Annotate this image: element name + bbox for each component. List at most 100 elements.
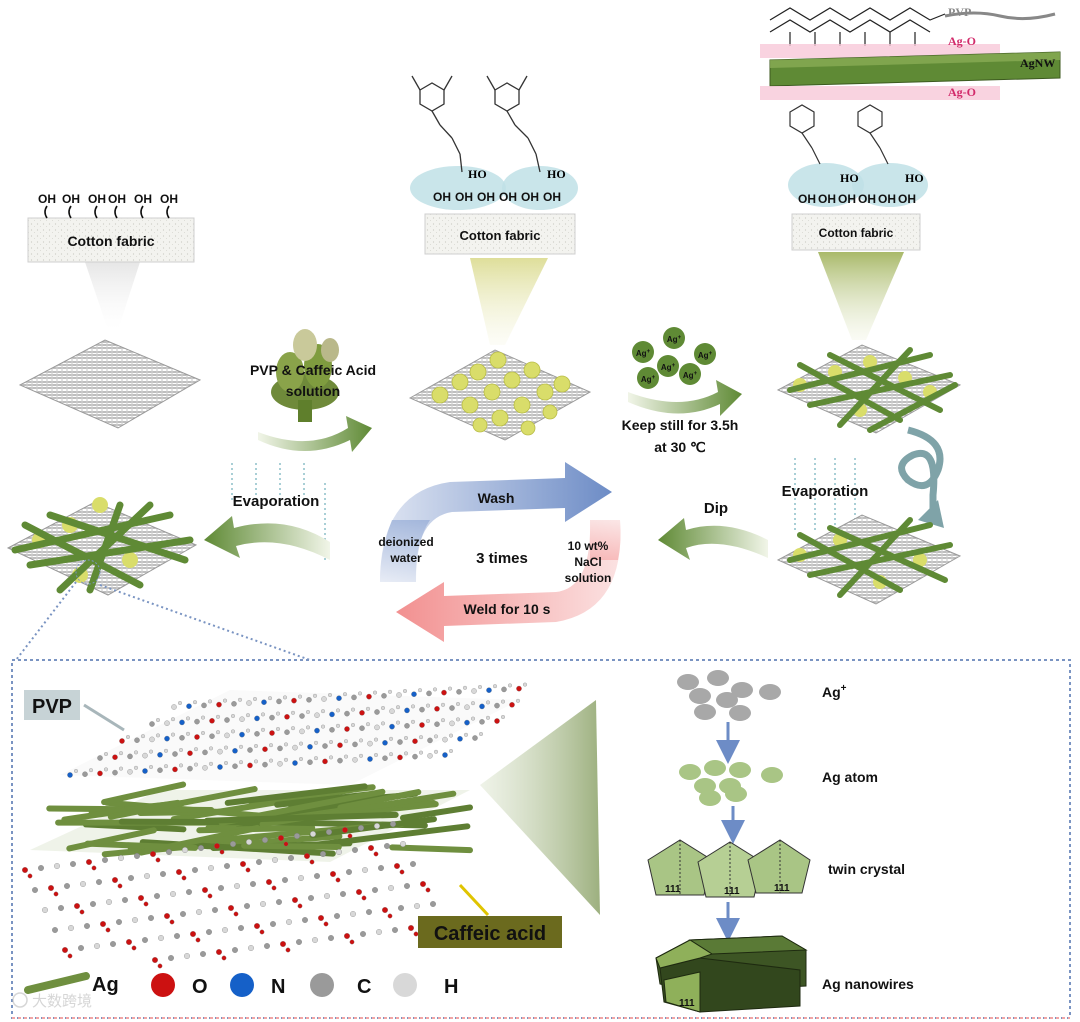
atom — [164, 913, 170, 919]
svg-text:OH: OH — [160, 192, 178, 206]
atom — [100, 921, 106, 927]
atom — [170, 891, 176, 897]
svg-text:Ag+: Ag+ — [661, 363, 676, 372]
atom — [308, 895, 314, 901]
agnw-rod-mark — [204, 811, 399, 824]
atom — [464, 704, 470, 710]
atom — [86, 859, 92, 865]
atom — [372, 887, 378, 893]
atom — [222, 927, 228, 933]
atom — [110, 941, 116, 947]
fabric1-oh-2: OH — [62, 192, 80, 219]
fabric1-oh-4: OH — [108, 192, 126, 219]
atom — [74, 903, 80, 909]
atom — [284, 742, 288, 747]
weld-label: Weld for 10 s — [464, 601, 551, 617]
atom — [259, 929, 265, 935]
atom — [208, 699, 212, 704]
atom — [198, 845, 204, 851]
atom — [193, 700, 197, 705]
atom — [176, 869, 182, 875]
atom — [126, 939, 132, 945]
step2-arrow — [628, 380, 742, 416]
atom — [426, 719, 430, 723]
svg-text:OH: OH — [898, 192, 916, 206]
atom — [141, 734, 145, 739]
fabric1-oh-groups: OH OH OH OH OH OH — [38, 192, 178, 219]
atom — [299, 713, 305, 719]
atom — [472, 735, 478, 741]
atom — [297, 903, 303, 909]
svg-text:Ag+: Ag+ — [641, 375, 656, 384]
atom — [134, 750, 138, 755]
svg-text:C: C — [357, 976, 371, 998]
atom — [398, 905, 404, 911]
dip-arrow — [658, 518, 768, 560]
atom — [292, 744, 298, 751]
atom — [142, 752, 148, 759]
atom — [284, 729, 290, 735]
atom — [307, 744, 313, 750]
atom — [106, 899, 112, 905]
atom — [38, 865, 44, 871]
atom — [132, 917, 138, 923]
svg-text:OH: OH — [477, 190, 495, 204]
times-label: 3 times — [476, 550, 528, 567]
nacl-label-line3: solution — [565, 571, 612, 585]
atom — [138, 895, 144, 901]
atom — [419, 706, 425, 713]
ag-atom-label: Ag atom — [822, 769, 878, 785]
atom — [157, 752, 163, 758]
ag-ion-4: Ag+ — [657, 355, 679, 377]
atom — [299, 741, 303, 746]
atom — [80, 881, 86, 887]
atom — [54, 863, 60, 869]
atom — [342, 827, 348, 833]
atom — [344, 754, 348, 759]
atom — [404, 723, 410, 729]
atom — [352, 741, 358, 748]
atom — [172, 751, 178, 757]
fabric1-cone — [85, 262, 140, 330]
fabric1-box — [27, 217, 195, 263]
fabric3-label: Cotton fabric — [819, 226, 894, 240]
step1-arrow — [258, 416, 372, 452]
atom — [96, 879, 102, 885]
atom — [179, 735, 185, 741]
atom — [389, 708, 395, 714]
atom — [94, 943, 100, 949]
atom — [419, 750, 423, 755]
caffeic-molecule-3 — [789, 104, 821, 165]
atom — [404, 707, 410, 714]
atom — [318, 915, 324, 921]
atom — [359, 710, 365, 716]
atom — [291, 697, 297, 704]
atom — [352, 847, 358, 853]
atom — [494, 702, 500, 709]
atom — [62, 947, 68, 953]
atom — [410, 861, 416, 867]
atom — [184, 953, 190, 959]
atom — [366, 909, 372, 915]
atom — [479, 732, 483, 736]
pvp-chain-label: PVP — [948, 5, 971, 19]
caffeic-molecule-4 — [857, 104, 889, 165]
atom — [283, 841, 289, 847]
atom — [134, 765, 138, 770]
facet-label-2: 111 — [724, 886, 740, 897]
svg-text:OH: OH — [455, 190, 473, 204]
svg-text:OH: OH — [521, 190, 539, 204]
atom — [276, 899, 282, 905]
atom — [323, 921, 329, 927]
svg-text:OH: OH — [838, 192, 856, 206]
atom — [119, 738, 125, 744]
atom — [382, 755, 388, 761]
evaporation-arrows-left — [231, 462, 326, 560]
atom — [196, 909, 202, 915]
atom — [352, 757, 358, 763]
atom — [253, 697, 257, 701]
ag-ion-5: Ag+ — [637, 367, 659, 389]
atom — [143, 901, 149, 907]
atom — [269, 714, 275, 721]
atom — [89, 768, 93, 773]
